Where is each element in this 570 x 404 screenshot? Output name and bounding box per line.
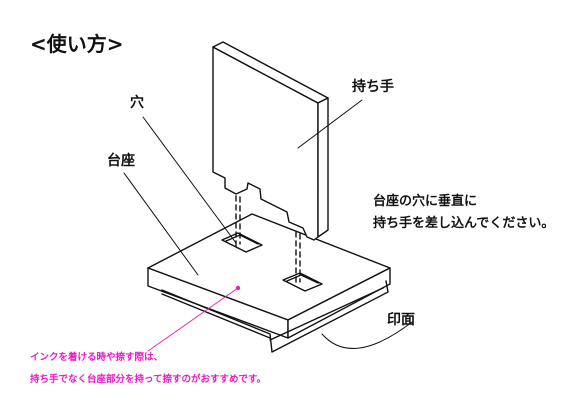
stamp-handle [212,41,329,241]
print-face-edge-left [161,293,271,339]
hole-right-inner [286,274,319,284]
stamp-base [147,213,391,353]
leader-print-face [321,321,413,349]
hole-label: 穴 [130,95,144,111]
leader-lines [123,99,413,349]
leader-hole [142,116,237,244]
handle-face [212,46,319,241]
leader-base [123,172,199,276]
handle-label: 持ち手 [352,79,394,95]
instruction-line-1: 台座の穴に垂直に [373,194,478,209]
base-holes [221,232,323,292]
base-label: 台座 [107,153,135,169]
leader-handle [297,99,363,149]
note-line-1: インクを着ける時や捺す際は、 [30,352,164,363]
insertion-guides [235,195,301,285]
page-title: <使い方> [30,32,124,56]
base-top-face [147,213,391,321]
print-face-label: 印面 [387,312,415,328]
handle-side-edge [317,97,329,238]
note-line-2: 持ち手でなく台座部分を持って捺すのがおすすめです。 [30,374,267,385]
print-face-edge [269,287,384,341]
hole-right [282,272,323,292]
instruction-line-2: 持ち手を差し込んでください。 [373,216,555,231]
print-face-layer [161,280,389,353]
note-pointer [147,285,241,352]
